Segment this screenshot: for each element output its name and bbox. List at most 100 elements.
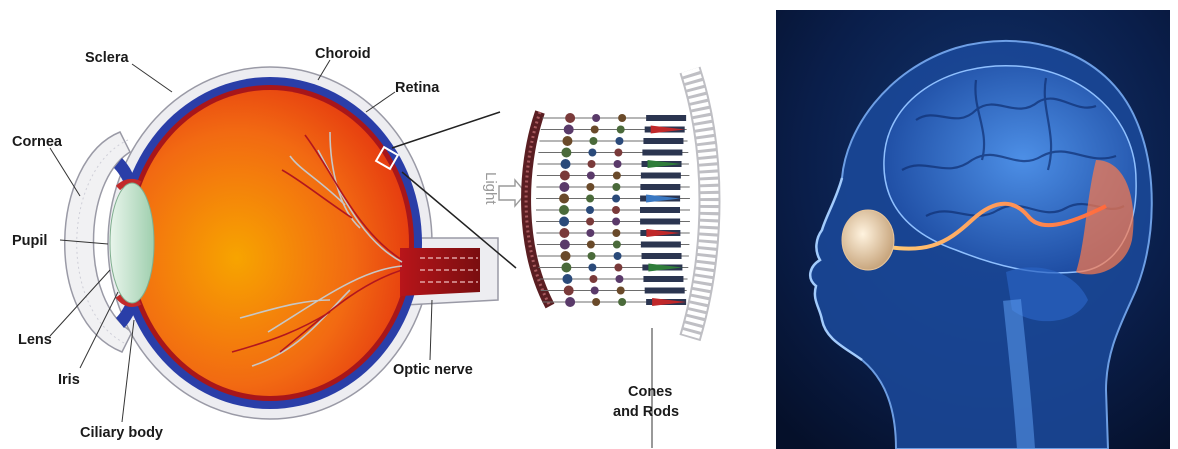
photoreceptor-row (538, 148, 688, 158)
retinal-neuron (559, 194, 569, 204)
label-cones-line2: and Rods (613, 404, 679, 420)
brain-illustration-svg (776, 10, 1170, 449)
retinal-neuron (586, 195, 594, 203)
label-cones-line1: Cones (628, 384, 672, 400)
label-ciliary-body: Ciliary body (80, 425, 163, 441)
label-lens: Lens (18, 332, 52, 348)
retinal-neuron (612, 206, 620, 214)
label-sclera: Sclera (85, 50, 129, 66)
rod-cell (642, 253, 682, 259)
retinal-neuron (615, 275, 623, 283)
brain-vision-illustration (776, 10, 1170, 449)
retinal-neuron (586, 206, 594, 214)
retinal-neuron (614, 252, 622, 260)
retinal-neuron (613, 172, 621, 180)
label-retina: Retina (395, 80, 440, 96)
retinal-neuron (589, 137, 597, 145)
retinal-neuron (559, 217, 569, 227)
photoreceptor-row (542, 297, 686, 307)
rod-cell (642, 150, 682, 156)
photoreceptor-row (538, 251, 689, 261)
retinal-neuron (565, 297, 575, 307)
optic-nerve-shape (400, 248, 480, 296)
photoreceptor-row (537, 240, 690, 250)
label-choroid: Choroid (315, 46, 371, 62)
retinal-neuron (561, 251, 571, 261)
retinal-neuron (614, 264, 622, 272)
retinal-neuron (591, 287, 599, 295)
retinal-neuron (614, 160, 622, 168)
retinal-neuron (562, 136, 572, 146)
label-cornea: Cornea (12, 134, 63, 150)
lens-shape (110, 183, 154, 303)
label-pupil: Pupil (12, 233, 47, 249)
retinal-neuron (586, 183, 594, 191)
photoreceptor-row (542, 113, 686, 123)
retinal-neuron (559, 228, 569, 238)
rod-cell (646, 115, 686, 121)
retinal-neuron (587, 241, 595, 249)
retinal-neuron (613, 241, 621, 249)
retinal-neuron (559, 182, 569, 192)
eye-anatomy-diagram: Sclera Choroid Retina Cornea Pupil Lens … (0, 0, 770, 449)
retinal-neuron (562, 274, 572, 284)
photoreceptor-row (538, 159, 689, 169)
retinal-neuron (560, 171, 570, 181)
vitreous-body (131, 90, 409, 396)
rod-cell (640, 219, 680, 225)
retinal-neuron (564, 125, 574, 135)
retinal-neuron (561, 159, 571, 169)
retinal-neuron (612, 195, 620, 203)
retinal-neuron (560, 240, 570, 250)
retinal-neuron (617, 126, 625, 134)
rod-cell (643, 138, 683, 144)
photoreceptor-row (541, 286, 687, 296)
retinal-neuron (588, 160, 596, 168)
photoreceptor-row (536, 194, 690, 204)
label-iris: Iris (58, 372, 80, 388)
retinal-neuron (561, 148, 571, 158)
retinal-neuron (588, 264, 596, 272)
photoreceptor-row (539, 136, 687, 146)
photoreceptor-row (536, 205, 690, 215)
retinal-neuron (565, 113, 575, 123)
retinal-neuron (618, 114, 626, 122)
retinal-neuron (612, 218, 620, 226)
photoreceptor-row (536, 217, 690, 227)
rod-cell (641, 173, 681, 179)
retinal-neuron (592, 114, 600, 122)
retinal-neuron (589, 275, 597, 283)
rod-cell (641, 242, 681, 248)
retinal-neuron (591, 126, 599, 134)
retinal-neuron (588, 149, 596, 157)
retinal-neuron (586, 229, 594, 237)
label-light: Light (482, 172, 499, 205)
retinal-neuron (588, 252, 596, 260)
eye-diagram-svg: Sclera Choroid Retina Cornea Pupil Lens … (0, 0, 770, 449)
rod-cell (643, 276, 683, 282)
photoreceptor-row (539, 274, 687, 284)
retina-cells-zoom (526, 70, 709, 338)
photoreceptor-row (537, 171, 690, 181)
retinal-neuron (564, 286, 574, 296)
retinal-neuron (617, 287, 625, 295)
photoreceptor-row (536, 228, 689, 238)
retinal-neuron (592, 298, 600, 306)
rod-cell (645, 288, 685, 294)
rod-cell (640, 207, 680, 213)
retinal-neuron (561, 263, 571, 273)
retinal-neuron (586, 218, 594, 226)
retinal-neuron (618, 298, 626, 306)
photoreceptor-row (536, 182, 689, 192)
retinal-neuron (614, 149, 622, 157)
retinal-neuron (612, 229, 620, 237)
retinal-neuron (587, 172, 595, 180)
retinal-neuron (615, 137, 623, 145)
photoreceptor-row (541, 125, 687, 135)
retinal-neuron (559, 205, 569, 215)
eyeball-shape (842, 210, 894, 270)
photoreceptor-row (538, 263, 688, 273)
retinal-neuron (612, 183, 620, 191)
rod-cell (640, 184, 680, 190)
label-optic-nerve: Optic nerve (393, 362, 473, 378)
